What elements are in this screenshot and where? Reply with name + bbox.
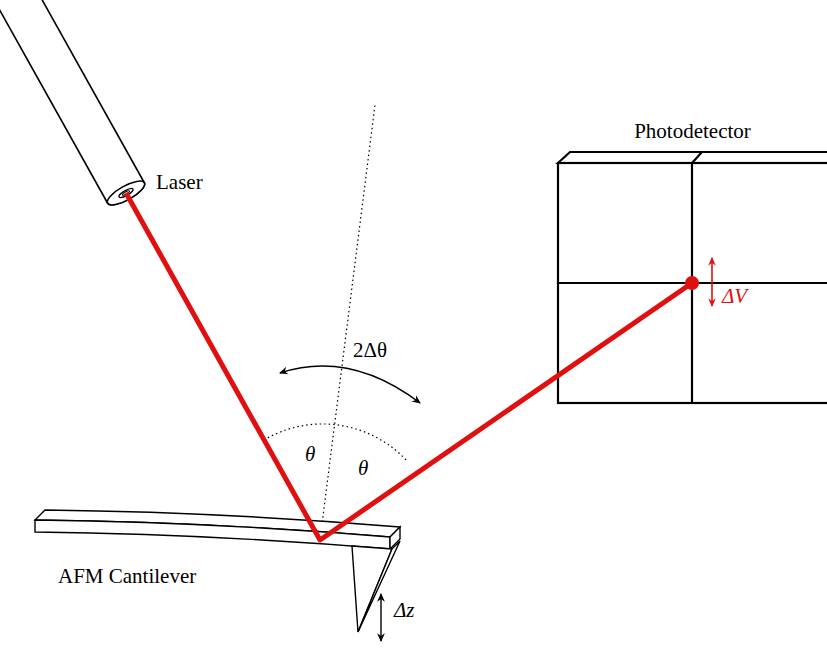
part-label: AFM Cantilever bbox=[58, 566, 196, 587]
part-label: Laser bbox=[156, 172, 203, 193]
dz-arrow bbox=[380, 594, 381, 641]
angle-label: 2Δθ bbox=[353, 340, 387, 361]
photodetector-grid bbox=[558, 152, 827, 403]
laser-body bbox=[0, 0, 148, 209]
normal-line bbox=[320, 105, 375, 540]
cantilever bbox=[35, 510, 400, 632]
node-heading: Photodetector bbox=[558, 121, 827, 142]
laser-beam bbox=[126, 193, 692, 540]
laser-spot bbox=[685, 276, 699, 290]
angle-arc bbox=[264, 424, 408, 462]
photodetector-box: Photodetector bbox=[558, 163, 827, 403]
dv-arrow bbox=[711, 258, 713, 306]
dimension-label: Δz bbox=[394, 600, 415, 621]
angle-label: θ bbox=[305, 444, 315, 465]
angle-label: θ bbox=[358, 458, 368, 479]
signal-label: ΔV bbox=[722, 286, 747, 307]
rotation-arrow bbox=[280, 366, 420, 403]
